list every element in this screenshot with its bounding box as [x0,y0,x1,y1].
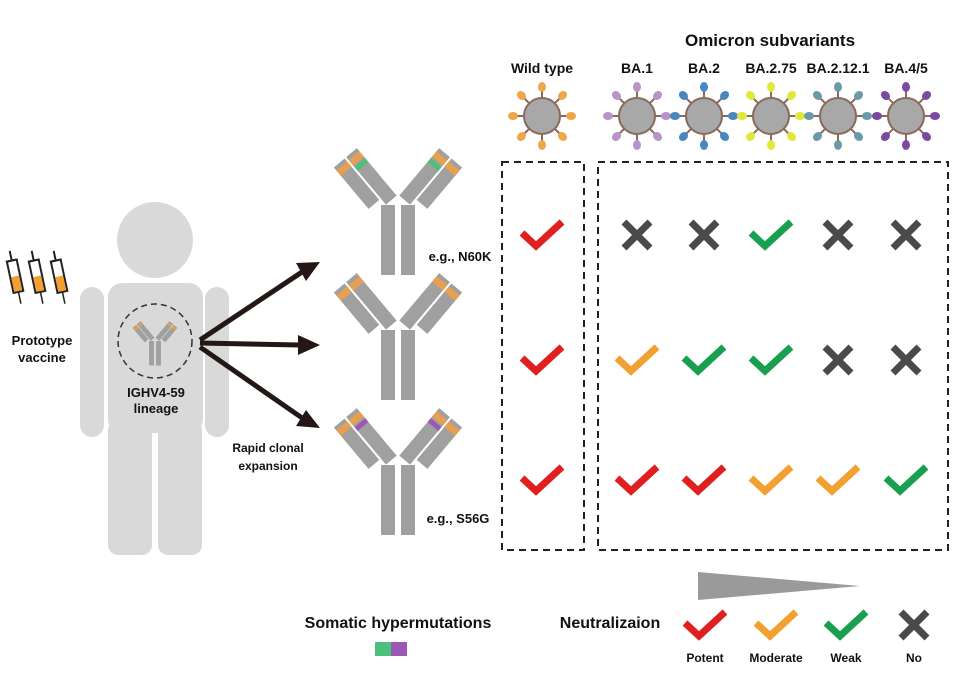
result-weak-icon-r3c6 [883,464,929,496]
legend-no-label: No [906,651,922,665]
lineage-antibody-icon [132,321,178,366]
lineage-circle [117,303,193,379]
legend-moderate-label: Moderate [749,651,803,665]
virus-1-icon [603,82,671,150]
result-no-icon-r2c5 [822,344,854,376]
antibody-1 [333,148,463,275]
expansion-label-line1: Rapid clonal [232,441,303,455]
virus-wild-type-icon [508,82,576,150]
shm-purple-swatch [391,642,407,656]
omicron-box [597,161,949,551]
result-no-icon-r1c3 [688,219,720,251]
shm-legend-label: Somatic hypermutations [305,615,492,632]
syringe-icon [5,250,69,304]
virus-4-icon [804,82,872,150]
legend-weak-label: Weak [830,651,861,665]
virus-3-icon [737,82,805,150]
variant-label-1: BA.1 [621,60,653,76]
legend-potent-label: Potent [686,651,723,665]
wild-type-box [501,161,585,551]
variant-label-4: BA.2.12.1 [806,60,869,76]
result-no-icon-r2c6 [890,344,922,376]
result-weak-icon-r2c4 [748,344,794,376]
wild-type-label: Wild type [511,60,573,76]
result-moderate-icon-r3c4 [748,464,794,496]
vaccine-label-line1: Prototype [12,333,73,348]
variant-label-2: BA.2 [688,60,720,76]
result-no-icon-r1c2 [621,219,653,251]
syringe-2 [27,250,47,304]
expansion-label-line2: expansion [238,459,297,473]
antibody-group [333,148,463,535]
result-potent-icon-r2c1 [519,344,565,376]
result-weak-icon-r2c3 [681,344,727,376]
virus-5-icon [872,82,940,150]
antibody-3 [333,408,463,535]
result-potent-icon-r3c2 [614,464,660,496]
virus-2-icon [670,82,738,150]
expansion-arrows [198,262,320,428]
neutralization-results [519,219,929,496]
variant-label-3: BA.2.75 [745,60,797,76]
variant-labels: BA.1 BA.2 BA.2.75 BA.2.12.1 BA.4/5 [621,60,928,76]
result-moderate-icon-r2c2 [614,344,660,376]
legend-no-icon [898,609,930,641]
virus-icons [508,82,940,150]
neutralization-legend: Potent Moderate Weak No [682,609,930,665]
result-potent-icon-r1c1 [519,219,565,251]
result-potent-icon-r3c3 [681,464,727,496]
lineage-label-line1: IGHV4-59 [127,385,185,400]
result-potent-icon-r3c1 [519,464,565,496]
human-silhouette [80,202,229,555]
syringe-1 [5,250,25,304]
legend-weak-icon [823,609,869,641]
antibody-1-mutation-label: e.g., N60K [429,249,492,264]
omicron-group-title: Omicron subvariants [685,31,855,50]
result-moderate-icon-r3c5 [815,464,861,496]
neutralization-legend-label: Neutralizaion [560,615,660,632]
variant-label-5: BA.4/5 [884,60,928,76]
syringe-3 [49,250,69,304]
potency-gradient-wedge [698,572,860,600]
legend-potent-icon [682,609,728,641]
result-no-icon-r1c6 [890,219,922,251]
antibody-3-mutation-label: e.g., S56G [427,511,490,526]
result-no-icon-r1c5 [822,219,854,251]
result-weak-icon-r1c4 [748,219,794,251]
antibody-2 [333,273,463,400]
legend-moderate-icon [753,609,799,641]
shm-green-swatch [375,642,391,656]
lineage-label-line2: lineage [134,401,179,416]
vaccine-label-line2: vaccine [18,350,66,365]
